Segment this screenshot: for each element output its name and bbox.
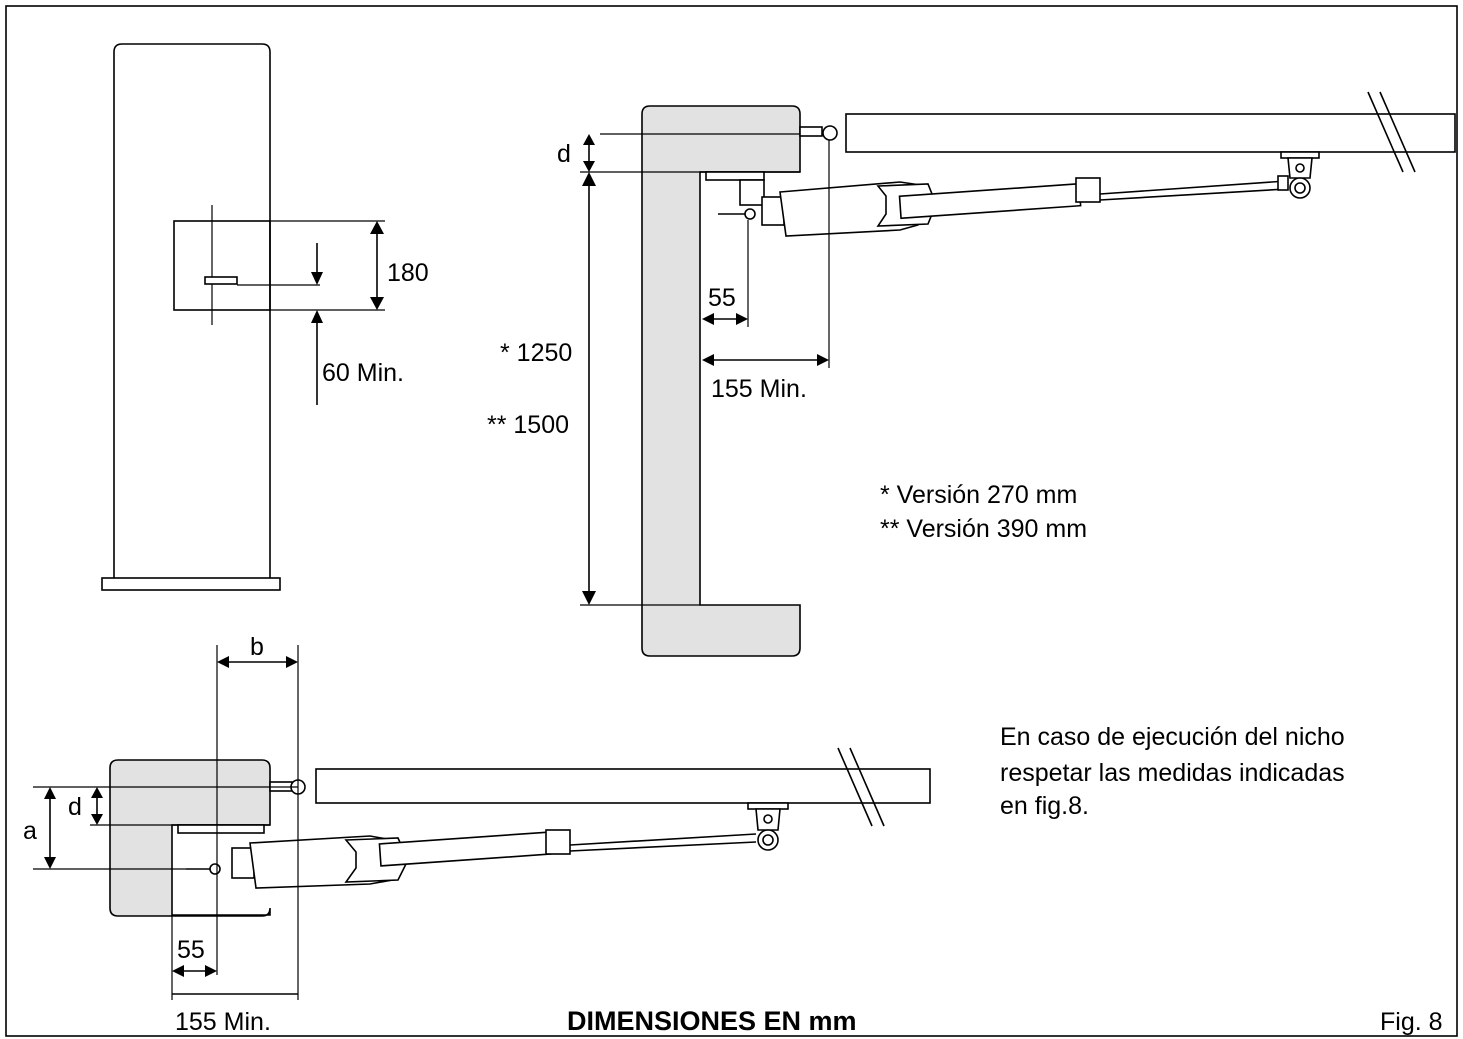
dim-1500-label: ** 1500 [487, 411, 569, 439]
break-line [1367, 91, 1404, 173]
side-dim-155-label: 155 Min. [711, 375, 807, 403]
arm-bracket [1280, 151, 1320, 159]
dim-180-label: 180 [387, 259, 429, 287]
niche-section [109, 759, 271, 917]
frame-border [5, 5, 1458, 1037]
dimensions-title: DIMENSIONES EN mm [567, 1006, 857, 1036]
bottom-barrier-arm [315, 768, 931, 804]
side-view [580, 91, 1456, 657]
hinge-pin [822, 125, 838, 141]
column-body [113, 43, 271, 578]
dim-a-label: a [23, 817, 37, 845]
side-dim-55-label: 55 [708, 284, 736, 312]
pillar-niche [641, 105, 801, 657]
legend-line-1: * Versión 270 mm [880, 481, 1077, 509]
note-line-1: En caso de ejecución del nicho [1000, 723, 1345, 751]
bottom-actuator [177, 824, 757, 889]
dim-60-label: 60 Min. [322, 359, 404, 387]
dim-b-label: b [250, 633, 264, 661]
bracket-slot [204, 276, 238, 285]
mounting-zone [173, 220, 271, 311]
bottom-dim-55-label: 55 [177, 936, 205, 964]
bottom-dim-d-label: d [68, 793, 82, 821]
barrier-arm [845, 113, 1456, 153]
dim-1250-label: * 1250 [500, 339, 572, 367]
note-line-3: en fig.8. [1000, 792, 1089, 820]
bottom-dim-155-label: 155 Min. [175, 1008, 271, 1036]
note-line-2: respetar las medidas indicadas [1000, 759, 1345, 787]
bottom-view [33, 645, 931, 1000]
legend-line-2: ** Versión 390 mm [880, 515, 1087, 543]
front-view [101, 43, 385, 591]
bottom-break-line [837, 747, 873, 827]
actuator [705, 171, 1289, 237]
figure-label: Fig. 8 [1380, 1008, 1443, 1036]
column-base-plate [101, 577, 281, 591]
side-dim-d-label: d [557, 140, 571, 168]
